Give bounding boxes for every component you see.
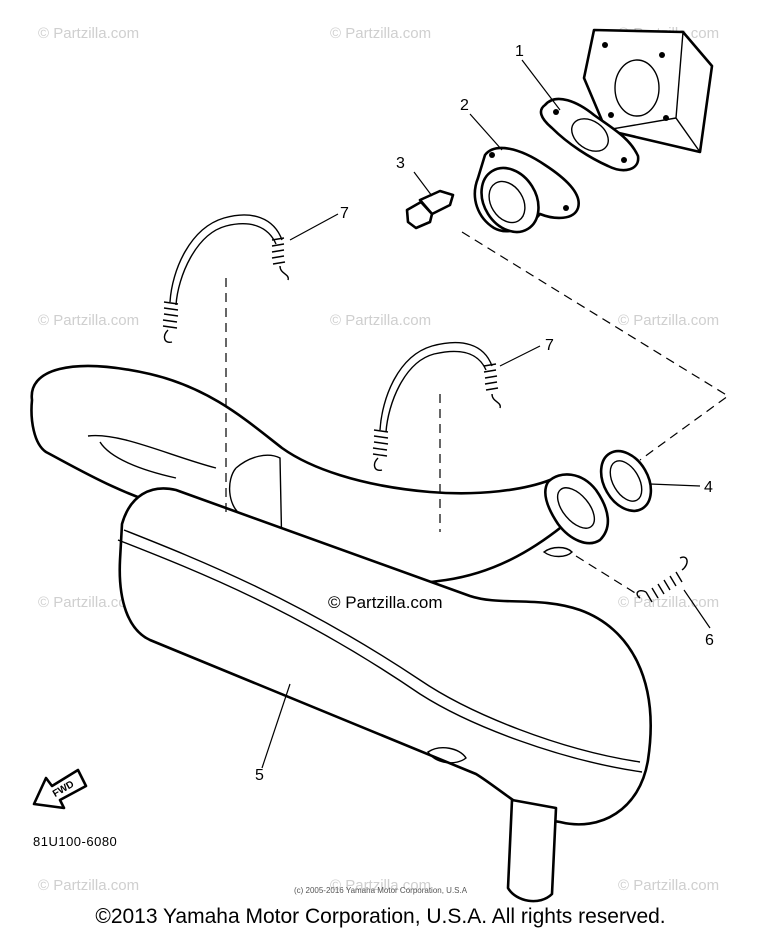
callout-7-upper: 7 — [340, 205, 349, 222]
watermark: © Partzilla.com — [38, 312, 139, 329]
copyright-notice: ©2013 Yamaha Motor Corporation, U.S.A. A… — [95, 905, 666, 928]
spring-part-7-lower — [372, 342, 501, 472]
assembly-lines — [225, 231, 730, 597]
watermark: © Partzilla.com — [38, 594, 139, 611]
small-copyright: (c) 2005-2016 Yamaha Motor Corporation, … — [293, 886, 468, 895]
pipe-outlet-collar — [542, 473, 610, 558]
callout-2: 2 — [460, 97, 469, 114]
callout-numbers: 1 2 3 7 7 4 5 6 — [255, 43, 714, 784]
spring-part-6 — [636, 556, 688, 603]
watermark: © Partzilla.com — [330, 25, 431, 42]
exhaust-joint-part-2 — [473, 146, 580, 234]
watermark: © Partzilla.com — [330, 877, 431, 894]
watermark-layer: © Partzilla.com © Partzilla.com © Partzi… — [38, 25, 719, 894]
part-code: 81U100-6080 — [33, 834, 118, 849]
callout-7-lower: 7 — [545, 337, 554, 354]
bolt-part-3 — [405, 189, 455, 230]
gasket-part-1 — [539, 97, 640, 172]
watermark: © Partzilla.com — [618, 594, 719, 611]
watermark: © Partzilla.com — [38, 877, 139, 894]
watermark: © Partzilla.com — [38, 25, 139, 42]
silencer-part-5 — [117, 487, 652, 903]
callout-6: 6 — [705, 632, 714, 649]
watermark: © Partzilla.com — [618, 877, 719, 894]
watermark: © Partzilla.com — [618, 312, 719, 329]
callout-1: 1 — [515, 43, 524, 60]
fwd-arrow-icon: FWD — [32, 768, 88, 810]
leader-lines — [261, 59, 711, 769]
heat-insulator-block — [582, 28, 714, 154]
watermark: © Partzilla.com — [330, 312, 431, 329]
callout-5: 5 — [255, 767, 264, 784]
center-watermark: © Partzilla.com — [328, 593, 443, 612]
spring-part-7-upper — [162, 214, 289, 344]
gasket-part-4 — [599, 449, 653, 513]
callout-4: 4 — [704, 479, 713, 496]
callout-3: 3 — [396, 155, 405, 172]
